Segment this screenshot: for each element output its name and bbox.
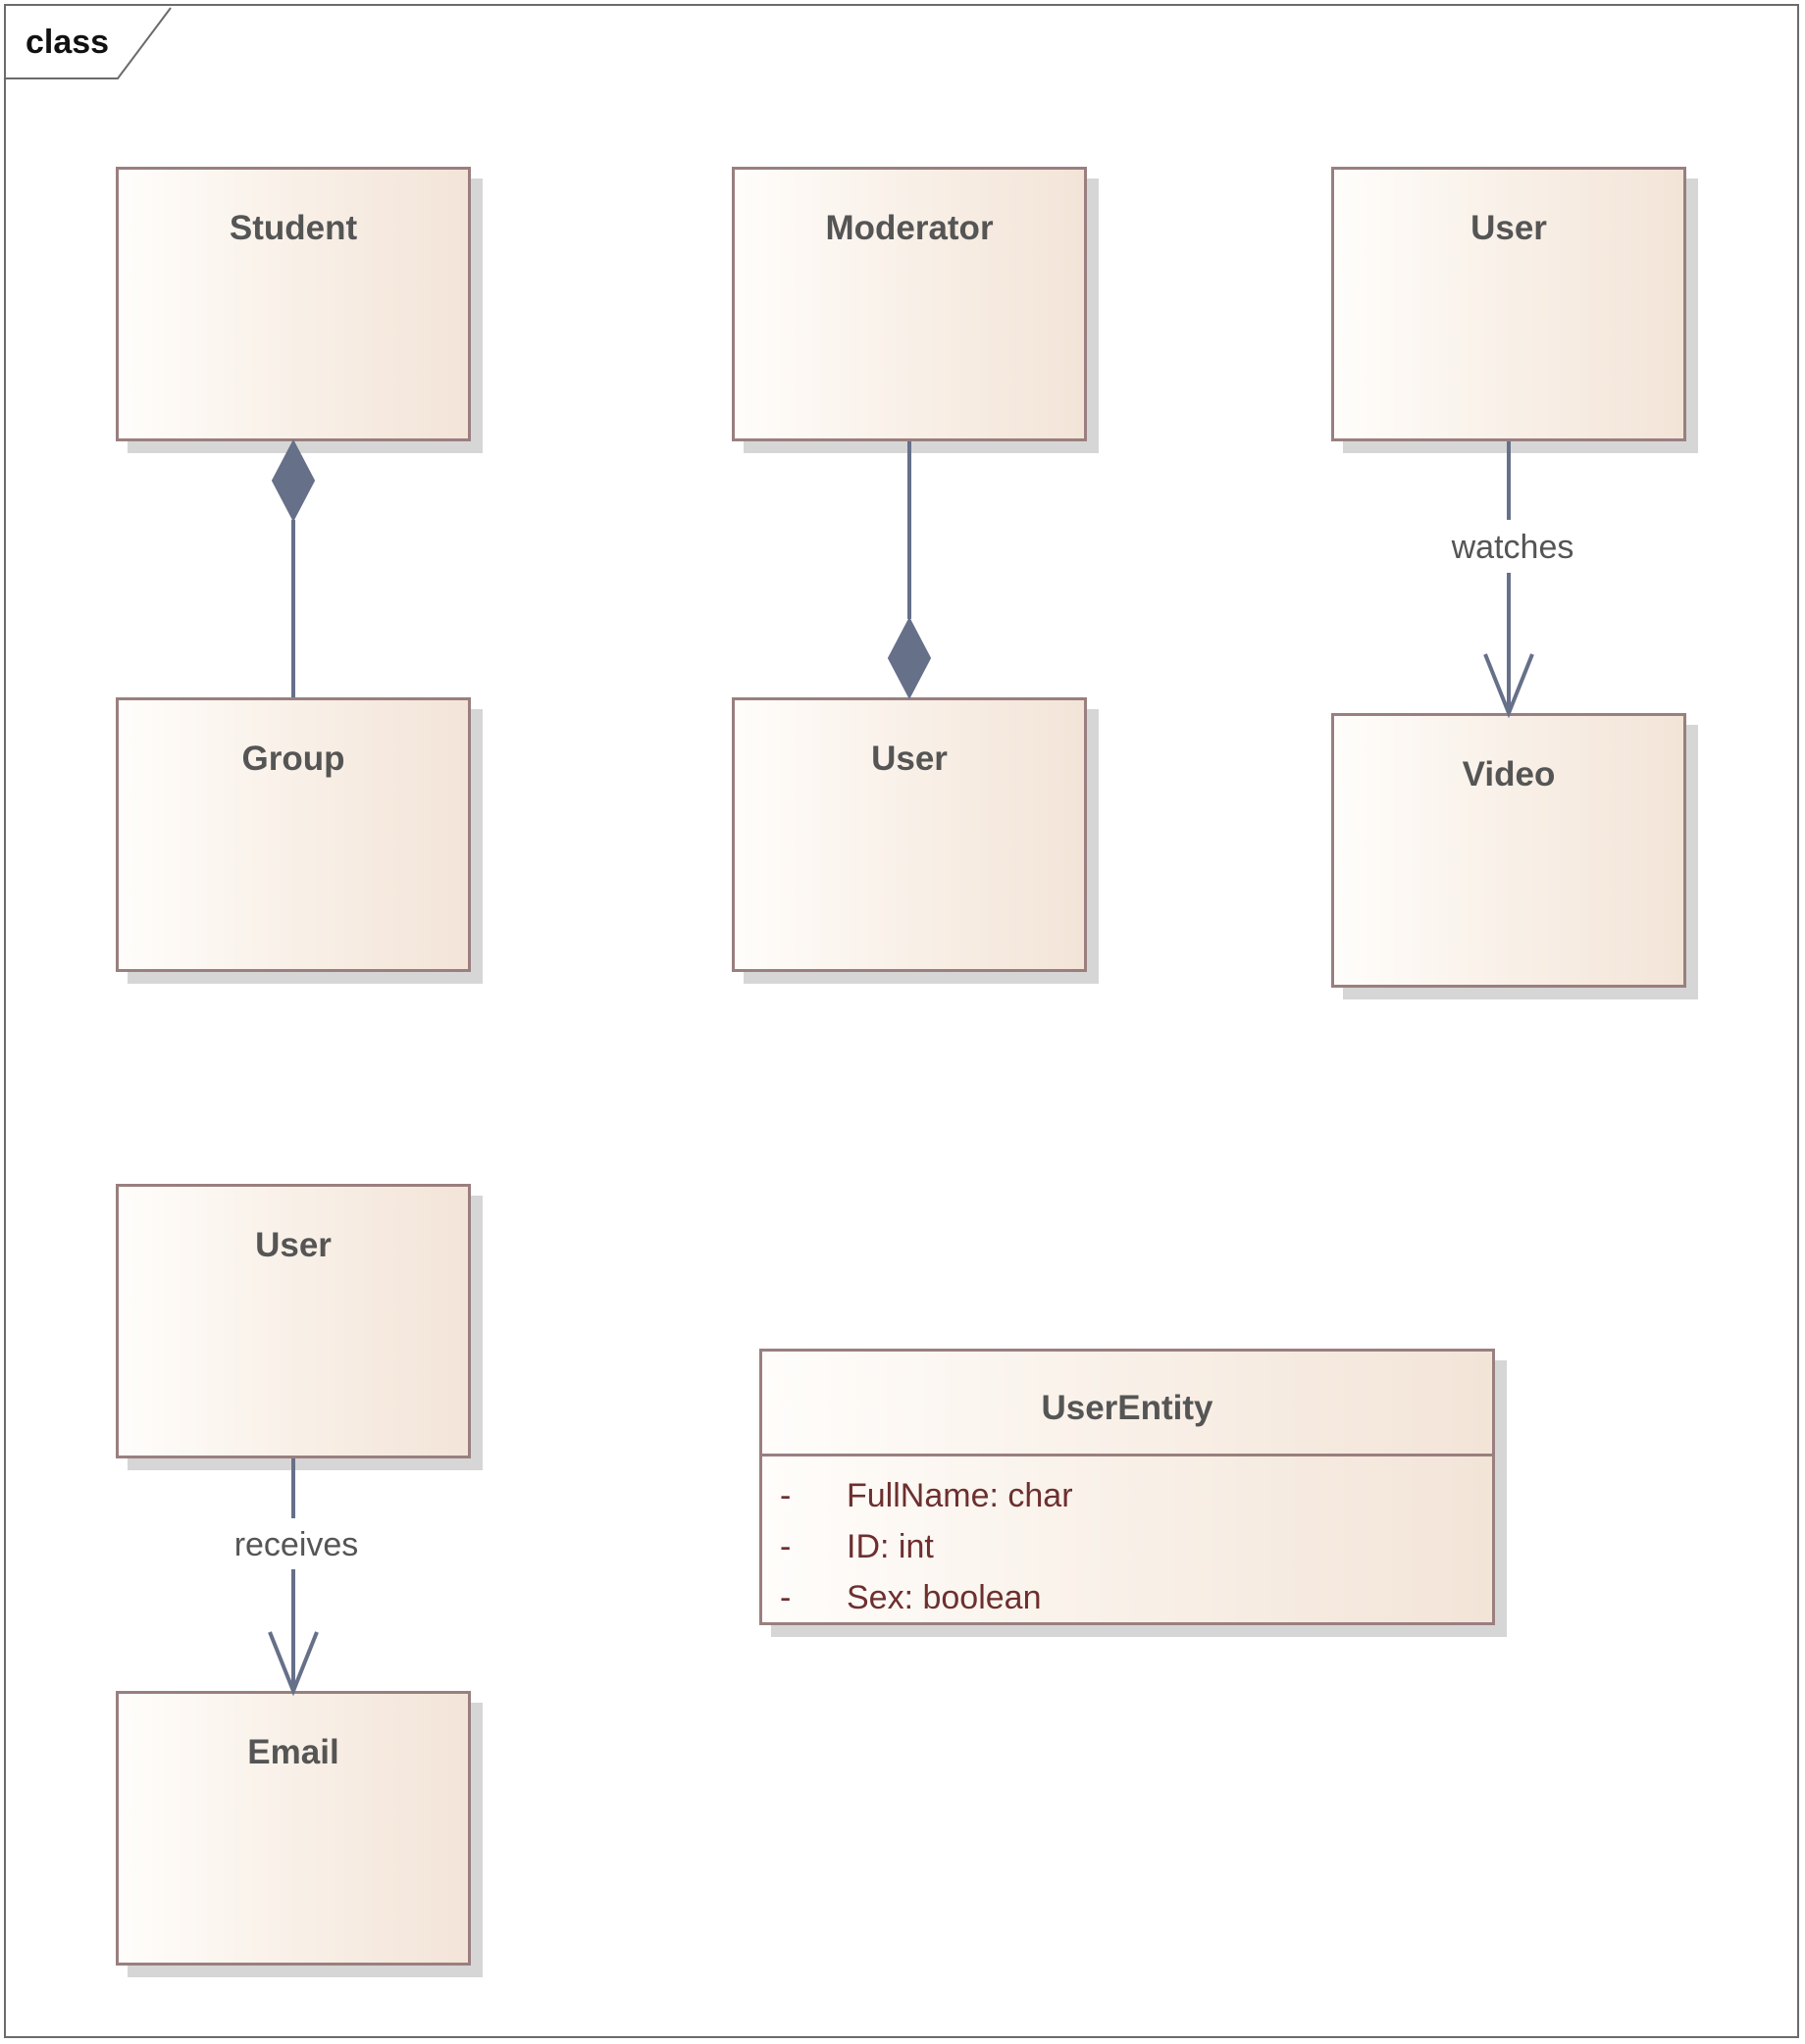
class-name: Email (247, 1733, 339, 1771)
attribute-text: FullName: char (847, 1477, 1073, 1514)
class-user-receiver[interactable]: User (116, 1184, 471, 1458)
class-email[interactable]: Email (116, 1691, 471, 1966)
class-name: User (1470, 209, 1547, 247)
class-name: User (255, 1226, 332, 1264)
class-group[interactable]: Group (116, 697, 471, 972)
class-name: User (871, 740, 948, 778)
class-user-composed[interactable]: User (732, 697, 1087, 972)
attribute-row[interactable]: - FullName: char (762, 1477, 1492, 1526)
attribute-text: Sex: boolean (847, 1579, 1042, 1616)
frame-tab-outline (6, 7, 172, 79)
attribute-visibility: - (780, 1477, 792, 1514)
class-name: Group (241, 740, 345, 778)
attribute-row[interactable]: - Sex: boolean (762, 1579, 1492, 1628)
class-name: Video (1462, 755, 1556, 793)
frame-tab: class (6, 6, 173, 80)
attribute-visibility: - (780, 1528, 792, 1565)
frame-title: class (26, 24, 110, 61)
class-name: UserEntity (1041, 1389, 1213, 1427)
class-name: Moderator (825, 209, 994, 247)
class-name: Student (229, 209, 358, 247)
attribute-row[interactable]: - ID: int (762, 1528, 1492, 1577)
class-user-watcher[interactable]: User (1331, 167, 1686, 441)
class-userentity[interactable]: UserEntity - FullName: char - ID: int - … (759, 1349, 1495, 1625)
attribute-visibility: - (780, 1579, 792, 1616)
attribute-text: ID: int (847, 1528, 934, 1565)
class-moderator[interactable]: Moderator (732, 167, 1087, 441)
class-student[interactable]: Student (116, 167, 471, 441)
compartment-divider (762, 1454, 1492, 1456)
class-video[interactable]: Video (1331, 713, 1686, 988)
